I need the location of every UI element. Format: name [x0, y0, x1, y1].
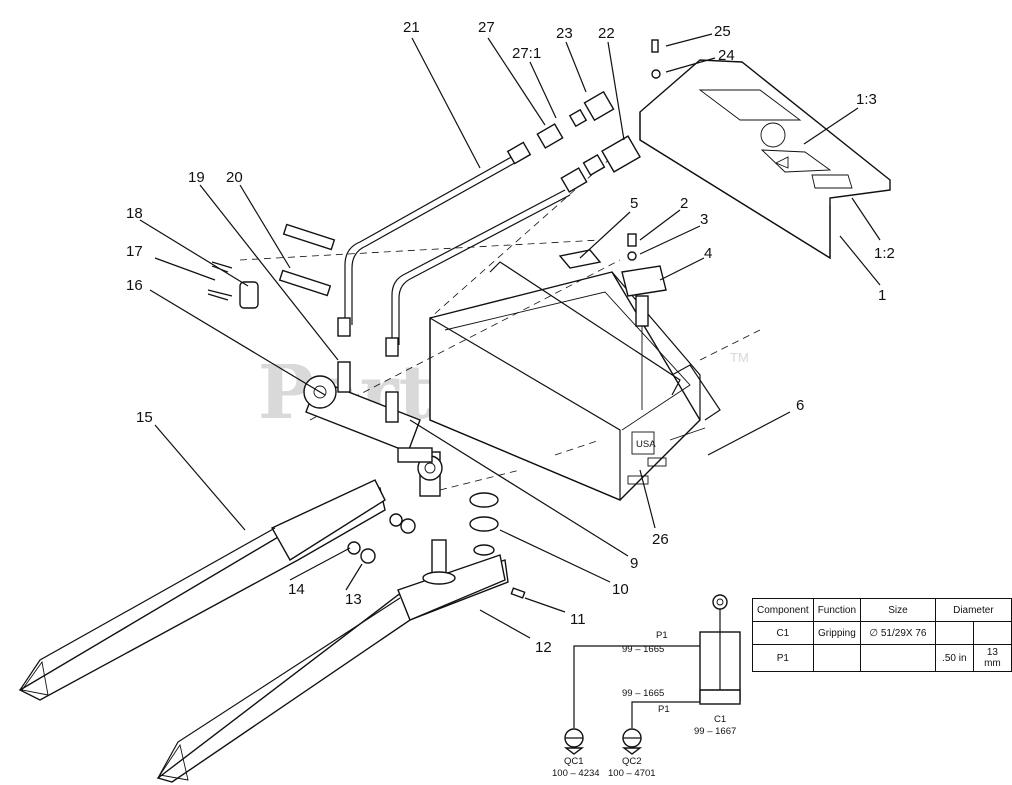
table-header-row: Component Function Size Diameter — [752, 598, 1012, 622]
top-plate-cover — [639, 59, 891, 260]
callout-27: 27 — [478, 19, 495, 36]
decal-1-3 — [760, 149, 832, 173]
callout-20: 20 — [226, 169, 243, 186]
callout-22: 22 — [598, 25, 615, 42]
cell-dia1: .50 in — [934, 644, 974, 672]
table-row: C1 Gripping ∅ 51/29X 76 — [752, 621, 1012, 645]
pivot-pin-and-washers — [422, 492, 526, 599]
cell-size: ∅ 51/29X 76 — [860, 621, 936, 645]
cell-dia1 — [934, 621, 974, 645]
callout-17: 17 — [126, 243, 143, 260]
callout-6: 6 — [796, 397, 804, 414]
leader-lines — [139, 33, 881, 639]
schematic-p1-top: P1 — [656, 630, 668, 641]
callout-2: 2 — [680, 195, 688, 212]
callout-26: 26 — [652, 531, 669, 548]
callout-5: 5 — [630, 195, 638, 212]
header-function: Function — [812, 598, 862, 622]
callout-10: 10 — [612, 581, 629, 598]
callout-15: 15 — [136, 409, 153, 426]
alignment-lines — [239, 149, 761, 491]
header-diameter: Diameter — [934, 598, 1012, 622]
hydraulic-hoses — [337, 154, 571, 357]
schematic-c1-label: C1 — [714, 714, 726, 725]
callout-25: 25 — [714, 23, 731, 40]
watermark-trademark: TM — [730, 350, 749, 365]
header-size: Size — [860, 598, 936, 622]
decal-1-2 — [811, 174, 853, 189]
callout-1-2: 1:2 — [874, 245, 895, 262]
callout-1: 1 — [878, 287, 886, 304]
callout-24: 24 — [718, 47, 735, 64]
schematic-qc1-label: QC1 — [564, 756, 584, 767]
quick-couplers — [506, 90, 641, 193]
callout-21: 21 — [403, 19, 420, 36]
pins-and-clips — [207, 261, 259, 309]
schematic-qc2-label: QC2 — [622, 756, 642, 767]
cell-dia2: 13 mm — [972, 644, 1012, 672]
right-gripper-arm — [156, 554, 509, 783]
hydraulic-cylinder — [303, 361, 443, 497]
callout-3: 3 — [700, 211, 708, 228]
schematic-c1-part: 99 – 1667 — [694, 726, 736, 737]
cell-size — [860, 644, 936, 672]
callout-1-3: 1:3 — [856, 91, 877, 108]
callout-18: 18 — [126, 205, 143, 222]
schematic-qc2-part: 100 – 4701 — [608, 768, 656, 779]
mounting-plate-parts — [558, 39, 667, 410]
callout-13: 13 — [345, 591, 362, 608]
header-component: Component — [752, 598, 814, 622]
cell-dia2 — [972, 621, 1012, 645]
callout-23: 23 — [556, 25, 573, 42]
callout-4: 4 — [704, 245, 712, 262]
cell-component: C1 — [752, 621, 814, 645]
callout-16: 16 — [126, 277, 143, 294]
schematic-qc1-part: 100 – 4234 — [552, 768, 600, 779]
schematic-p1-bottom: P1 — [658, 704, 670, 715]
usa-decal — [631, 431, 655, 455]
nuts-and-washers — [347, 513, 416, 564]
schematic-part-top: 99 – 1665 — [622, 644, 664, 655]
table-row: P1 .50 in 13 mm — [752, 644, 1012, 672]
callout-27-1: 27:1 — [512, 45, 541, 62]
bolts — [278, 223, 336, 297]
cell-function: Gripping — [812, 621, 862, 645]
schematic-part-bottom: 99 – 1665 — [622, 688, 664, 699]
callout-9: 9 — [630, 555, 638, 572]
callout-14: 14 — [288, 581, 305, 598]
hydraulic-schematic — [563, 594, 741, 755]
left-gripper-arm — [18, 479, 386, 701]
callout-11: 11 — [570, 611, 586, 628]
frame-box — [429, 261, 721, 501]
usa-decal-text: USA — [636, 439, 656, 450]
component-spec-table: Component Function Size Diameter C1 Grip… — [752, 598, 1012, 672]
callout-19: 19 — [188, 169, 205, 186]
callout-12: 12 — [535, 639, 552, 656]
cell-component: P1 — [752, 644, 814, 672]
cell-function — [812, 644, 862, 672]
